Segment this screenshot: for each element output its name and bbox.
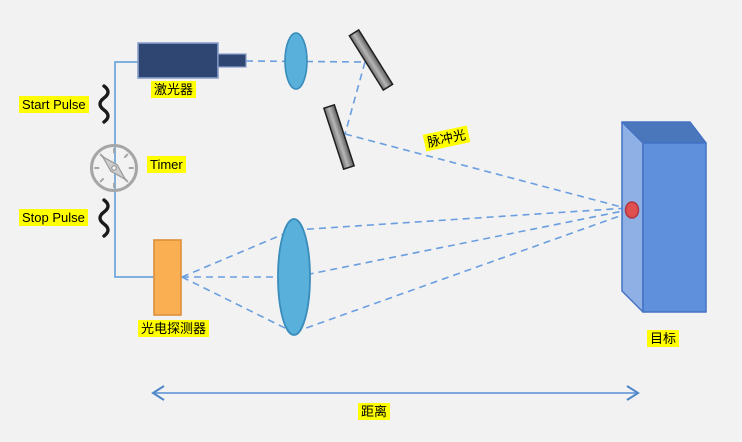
distance-arrow-right-head [626, 385, 640, 401]
compass-ring [90, 144, 138, 192]
beam-laser-to-mirror [245, 60, 366, 63]
fold-mirror-top-glass [348, 28, 394, 92]
laser-device [137, 42, 247, 79]
laser-nozzle [217, 53, 247, 68]
beam-mirror-to-mirror [344, 61, 366, 135]
target-front-face [642, 142, 707, 313]
beam-pulse-to-target [344, 133, 630, 210]
start-pulse-wave-icon [98, 84, 110, 124]
fold-mirror-top [348, 28, 394, 92]
distance-arrow [151, 385, 640, 401]
photodetector [153, 239, 182, 316]
detector-label: 光电探测器 [138, 320, 210, 337]
laser-body [137, 42, 219, 79]
laser-label: 激光器 [151, 81, 197, 98]
distance-label: 距离 [358, 403, 391, 420]
beam-return-upper [181, 229, 294, 278]
fold-mirror-bottom-glass [322, 103, 356, 171]
collimating-lens [284, 32, 308, 90]
target-label: 目标 [647, 330, 680, 347]
beam-paths [181, 60, 630, 333]
beam-target-upper [294, 207, 629, 231]
beam-return-lower [181, 276, 294, 333]
distance-arrow-left-head [151, 385, 165, 401]
laser-spot [624, 201, 640, 219]
timer-compass-icon [90, 144, 138, 192]
beam-target-middle [294, 209, 629, 278]
stop-pulse-label: Stop Pulse [19, 209, 88, 226]
fold-mirror-bottom [322, 103, 356, 171]
compass-hub [111, 165, 117, 171]
stop-pulse-wave-icon [98, 198, 110, 238]
start-pulse-label: Start Pulse [19, 96, 89, 113]
timer-label: Timer [147, 156, 186, 173]
beam-target-lower [294, 212, 629, 333]
receiver-lens [277, 218, 311, 336]
